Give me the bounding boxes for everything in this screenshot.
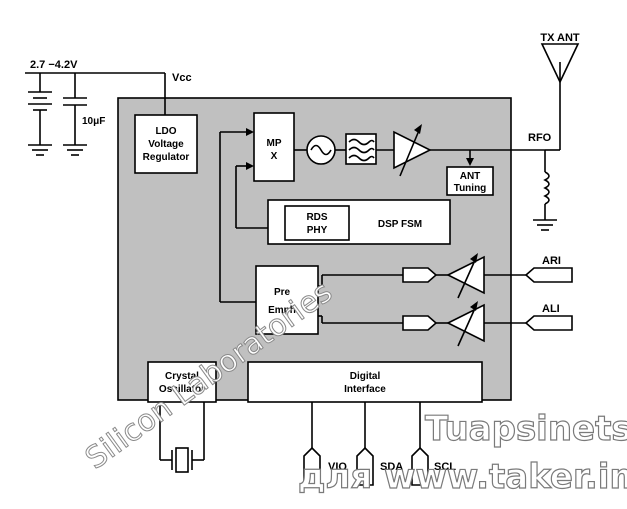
pre-emphasis-block (255, 265, 319, 335)
brand-watermark: Tuapsinets (425, 409, 627, 449)
supply-network (25, 72, 166, 156)
rds-label-1: RDS (306, 212, 327, 223)
ldo-label-1: LDO (155, 126, 176, 137)
capacitor-label: 10μF (82, 116, 105, 127)
signal-wires (219, 43, 580, 303)
crystal-label-1: Crystal (165, 371, 199, 382)
digital-interface-block (247, 361, 483, 403)
ant-tuning-label-2: Tuning (454, 183, 487, 194)
ldo-label-2: Voltage (148, 139, 184, 150)
ali-label: ALI (542, 303, 560, 315)
ldo-block (134, 114, 198, 174)
power-amplifier-icon (393, 124, 432, 177)
digital-pins (303, 402, 429, 486)
filter-icon (345, 133, 377, 165)
vcc-label: Vcc (172, 72, 192, 84)
pre-label-2: Emph (268, 305, 296, 316)
pre-label-1: Pre (274, 287, 291, 298)
oscillator-icon (306, 135, 336, 165)
rds-phy-block (284, 205, 350, 241)
dsp-fsm-label: DSP FSM (378, 219, 422, 230)
crystal-oscillator-block (147, 361, 217, 403)
sda-label: SDA (380, 461, 403, 473)
ant-tuning-block (446, 166, 494, 196)
audio-input-chains (318, 253, 573, 347)
mpx-label-2: X (271, 151, 278, 162)
ari-label: ARI (542, 255, 561, 267)
ldo-label-3: Regulator (143, 152, 190, 163)
crystal-label-2: Oscillator (159, 384, 205, 395)
digital-label-1: Digital (350, 371, 381, 382)
rfo-label: RFO (528, 132, 552, 144)
ant-tuning-label-1: ANT (460, 171, 481, 182)
tx-ant-label: TX ANT (540, 32, 580, 44)
vio-label: VIO (328, 461, 347, 473)
site-watermark: для www.taker.im (298, 457, 627, 497)
mpx-block (253, 112, 295, 182)
rds-label-2: PHY (307, 225, 328, 236)
digital-label-2: Interface (344, 384, 386, 395)
mpx-label-1: MP (267, 138, 282, 149)
supply-voltage-label: 2.7 −4.2V (30, 59, 78, 71)
crystal-icon (159, 402, 205, 473)
scl-label: SCL (434, 461, 456, 473)
